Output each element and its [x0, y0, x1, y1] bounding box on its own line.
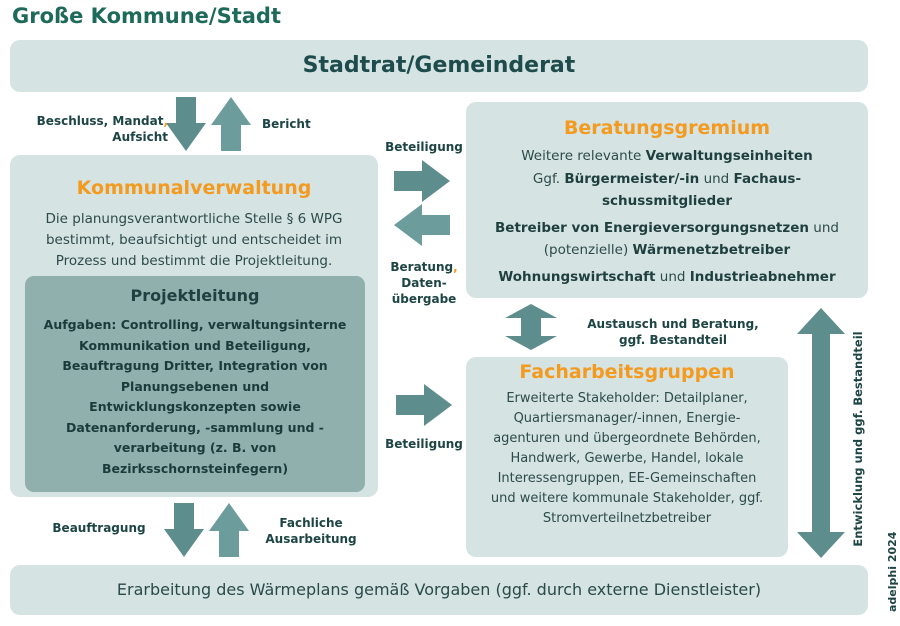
label-beauftragung: Beauftragung: [52, 521, 146, 535]
beratungsgremium-title: Beratungsgremium: [563, 117, 771, 139]
projektleitung-text: Aufgaben: Controlling, verwaltungsintern…: [43, 317, 347, 476]
label-beteiligung-bottom: Beteiligung: [385, 437, 463, 451]
arrow-up-down-icon: [505, 304, 557, 350]
erarbeitung-bar: Erarbeitung des Wärmeplans gemäß Vorgabe…: [10, 565, 868, 615]
arrow-vertical-double-icon: [797, 308, 845, 558]
label-beratung: Beratung, Daten- übergabe: [390, 260, 458, 306]
label-bericht: Bericht: [262, 117, 311, 131]
beratungsgremium-text: Weitere relevante Verwaltungseinheiten G…: [495, 148, 839, 285]
kommunalverwaltung-title: Kommunalverwaltung: [76, 177, 312, 199]
credit-label: adelphi 2024: [886, 531, 899, 612]
projektleitung-box: Projektleitung Aufgaben: Controlling, ve…: [25, 276, 365, 492]
arrow-left-icon: [394, 204, 450, 246]
label-fachliche-ausarbeitung: Fachliche Ausarbeitung: [265, 516, 357, 546]
beratungsgremium-box: Beratungsgremium Weitere relevante Verwa…: [466, 102, 868, 298]
facharbeitsgruppen-title: Facharbeitsgruppen: [519, 361, 735, 383]
stadtrat-bar: Stadtrat/Gemeinderat: [10, 40, 868, 92]
stadtrat-label: Stadtrat/Gemeinderat: [302, 53, 576, 78]
label-austausch: Austausch und Beratung, ggf. Bestandteil: [587, 317, 759, 347]
erarbeitung-label: Erarbeitung des Wärmeplans gemäß Vorgabe…: [116, 580, 762, 599]
arrow-right-icon: [396, 384, 452, 426]
label-entwicklung: Entwicklung und ggf. Bestandteil: [851, 331, 865, 547]
projektleitung-title: Projektleitung: [130, 286, 260, 305]
facharbeitsgruppen-text: Erweiterte Stakeholder: Detailplaner, Qu…: [490, 391, 764, 526]
page-title: Große Kommune/Stadt: [12, 4, 281, 28]
label-beschluss: Beschluss, Mandat, Aufsicht: [36, 114, 168, 144]
arrow-up-icon: [209, 503, 249, 557]
kommunalverwaltung-text: Die planungsverantwortliche Stelle § 6 W…: [45, 211, 343, 269]
facharbeitsgruppen-box: Facharbeitsgruppen Erweiterte Stakeholde…: [466, 357, 788, 557]
label-beteiligung-top: Beteiligung: [385, 140, 463, 154]
arrow-down-icon: [164, 503, 204, 557]
arrow-up-icon: [211, 97, 251, 151]
arrow-right-icon: [394, 160, 450, 202]
arrow-down-icon: [166, 97, 206, 151]
